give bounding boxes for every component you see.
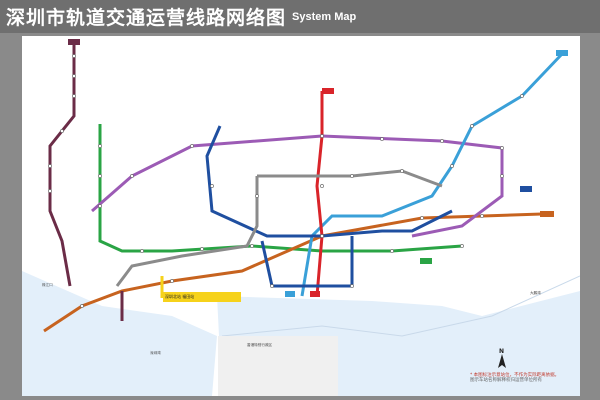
line-7-south <box>260 236 354 288</box>
line-3 <box>300 52 564 297</box>
sea-bay-label: 深圳湾 <box>150 350 161 355</box>
badge-line2-east <box>540 211 554 217</box>
sea-right-label: 大鹏湾 <box>530 290 541 295</box>
north-label: N <box>499 348 504 355</box>
badge-line7 <box>520 186 532 192</box>
line-9-east <box>257 169 443 188</box>
note-line-1: * 本图标注示意站位，不作为实际距离依据。 <box>470 373 560 378</box>
metro-map-svg: 珠江口 深圳湾 大鹏湾 香港特别行政区 N <box>22 39 580 396</box>
badge-line9 <box>420 258 432 264</box>
map-canvas[interactable]: 珠江口 深圳湾 大鹏湾 香港特别行政区 N <box>22 36 580 396</box>
badge-line11-north <box>68 39 80 45</box>
sea-left-label: 珠江口 <box>42 282 53 287</box>
badge-line3-north <box>556 50 568 56</box>
line-11 <box>48 42 76 287</box>
north-arrow: N <box>498 348 506 368</box>
badge-line4-north <box>322 88 334 94</box>
badge-line3-south <box>285 291 295 297</box>
map-title-english: System Map <box>292 10 357 23</box>
line-9 <box>115 176 259 287</box>
map-title: 深圳市轨道交通运营线路网络图 <box>6 7 287 29</box>
line-4 <box>315 91 324 297</box>
stations <box>48 54 524 308</box>
map-notes: * 本图标注示意站位，不作为实际距离依据。 图示车站名称解释权归运营单位所有 <box>470 373 580 383</box>
hk-area <box>218 336 338 396</box>
line-7 <box>205 125 453 238</box>
badge-line4-south <box>310 291 320 297</box>
sea-left-water <box>22 271 217 396</box>
airport-callout: 深圳北站 福田站 <box>163 292 241 302</box>
note-line-2: 图示车站名称解释权归运营单位所有 <box>470 378 542 383</box>
title-bar: 深圳市轨道交通运营线路网络图 System Map <box>0 0 600 33</box>
line-2 <box>43 212 543 333</box>
line-1 <box>98 124 463 253</box>
bay-coast <box>221 275 580 337</box>
hk-label: 香港特别行政区 <box>247 342 273 347</box>
